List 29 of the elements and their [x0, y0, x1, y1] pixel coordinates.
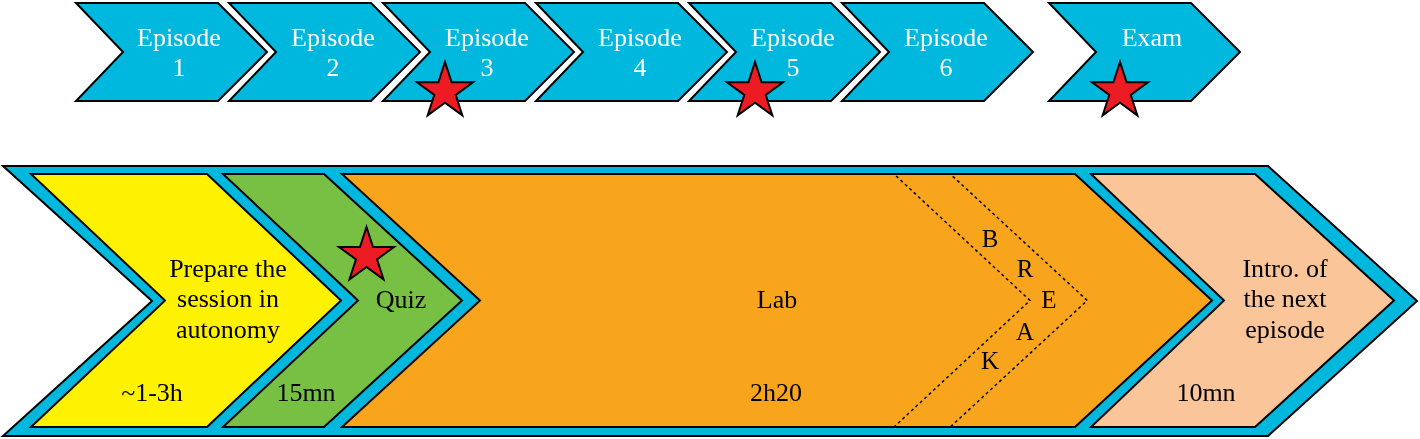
star-icon	[1091, 61, 1149, 118]
duration-label: ~1-3h	[121, 377, 183, 409]
step-label: Episode 4	[598, 22, 682, 84]
step-label: Exam	[1121, 22, 1183, 54]
chevron-step	[1090, 173, 1395, 428]
duration-label: 2h20	[750, 377, 802, 409]
step-label: Lab	[756, 284, 798, 316]
star-icon	[416, 61, 474, 118]
step-label: Episode 3	[445, 22, 529, 84]
chevron-step	[228, 2, 421, 102]
chevron-step	[535, 2, 728, 102]
dashed-chevron	[893, 173, 1088, 428]
chevron-step	[75, 2, 268, 102]
step-label: Episode 2	[291, 22, 375, 84]
step-label: Quiz	[375, 284, 427, 316]
chevron-step	[30, 173, 342, 428]
chevron-step	[841, 2, 1034, 102]
step-label: Prepare the session in autonomy	[168, 254, 288, 346]
chevron-step	[1048, 2, 1241, 102]
chevron-band	[2, 165, 1418, 437]
duration-label: 15mn	[276, 377, 336, 409]
star-icon	[726, 61, 784, 118]
break-label: B R E A K	[979, 224, 1058, 377]
step-label: Intro. of the next episode	[1241, 254, 1329, 346]
star-icon	[338, 226, 395, 283]
duration-label: 10mn	[1176, 377, 1236, 409]
step-label: Episode 6	[904, 22, 988, 84]
step-label: Episode 1	[137, 22, 221, 84]
step-label: Episode 5	[751, 22, 835, 84]
